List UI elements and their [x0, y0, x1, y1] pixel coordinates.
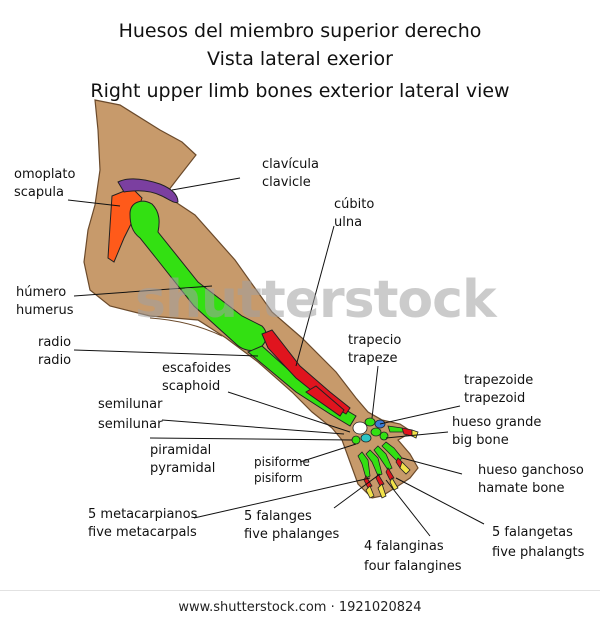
- label-triquetrum-es: piramidal: [150, 443, 212, 458]
- label-trapezoid-en: trapezoid: [464, 391, 526, 406]
- label-distal-phalanges-es: 5 falangetas: [492, 525, 573, 540]
- label-scapula-en: scapula: [14, 185, 64, 200]
- thumb-bones: [387, 425, 419, 439]
- footer-credit: www.shutterstock.com · 1921020824: [178, 600, 422, 615]
- label-humerus: húmero humerus: [16, 284, 74, 320]
- label-ulna-en: ulna: [334, 215, 363, 230]
- title-spanish-line1: Huesos del miembro superior derecho: [118, 20, 482, 42]
- title-spanish-line2: Vista lateral exerior: [207, 48, 393, 70]
- label-trapezium: trapecio trapeze: [348, 332, 401, 368]
- label-phalanges: 5 falanges five phalanges: [244, 508, 339, 544]
- leader-lines: [67, 177, 485, 537]
- label-capitate: hueso grande big bone: [452, 414, 541, 450]
- label-trapezoid: trapezoide trapezoid: [464, 372, 533, 408]
- label-pisiform: pisiforme pisiform: [254, 454, 310, 486]
- finger-bones: [357, 441, 411, 499]
- label-capitate-es: hueso grande: [452, 415, 542, 430]
- label-trapezoid-es: trapezoide: [464, 373, 534, 388]
- carpal-bones: [351, 417, 389, 445]
- label-phalanges-es: 5 falanges: [244, 509, 312, 524]
- label-pisiform-en: pisiform: [254, 471, 303, 485]
- label-lunate-en: semilunar: [98, 417, 163, 432]
- label-scaphoid-es: escafoides: [162, 361, 232, 376]
- label-lunate-es: semilunar: [98, 397, 163, 412]
- label-humerus-en: humerus: [16, 303, 74, 318]
- label-metacarpals-es: 5 metacarpianos: [88, 507, 198, 522]
- label-distal-phalanges: 5 falangetas five phalangts: [492, 524, 584, 562]
- label-clavicle-en: clavicle: [262, 175, 311, 190]
- label-radius-en: radio: [38, 353, 72, 368]
- label-ulna-es: cúbito: [334, 197, 375, 212]
- label-middle-phalanges-en: four falangines: [364, 559, 462, 574]
- label-pisiform-es: pisiforme: [254, 455, 310, 469]
- label-hamate-en: hamate bone: [478, 481, 565, 496]
- label-distal-phalanges-en: five phalangts: [492, 545, 585, 560]
- label-metacarpals-en: five metacarpals: [88, 525, 197, 540]
- watermark: shutterstock: [135, 270, 497, 330]
- label-ulna: cúbito ulna: [334, 196, 374, 232]
- label-middle-phalanges-es: 4 falanginas: [364, 539, 444, 554]
- label-radius-es: radio: [38, 335, 72, 350]
- ulna-bone: [261, 329, 351, 415]
- label-clavicle: clavícula clavicle: [262, 156, 319, 192]
- label-scaphoid-en: scaphoid: [162, 379, 221, 394]
- label-scapula: omoplato scapula: [14, 166, 75, 202]
- label-radius: radio radio: [38, 334, 71, 370]
- label-clavicle-es: clavícula: [262, 157, 319, 172]
- label-middle-phalanges: 4 falanginas four falangines: [364, 538, 461, 576]
- elbow-crease: [149, 317, 223, 337]
- footer-bar: [0, 590, 600, 621]
- label-capitate-en: big bone: [452, 433, 509, 448]
- clavicle-bone: [117, 178, 179, 203]
- label-triquetrum-en: pyramidal: [150, 461, 216, 476]
- label-trapezium-es: trapecio: [348, 333, 402, 348]
- label-scaphoid: escafoides scaphoid: [162, 360, 231, 396]
- label-trapezium-en: trapeze: [348, 351, 398, 366]
- label-triquetrum: piramidal pyramidal: [150, 442, 215, 478]
- label-phalanges-en: five phalanges: [244, 527, 340, 542]
- label-metacarpals: 5 metacarpianos five metacarpals: [88, 506, 197, 542]
- label-scapula-es: omoplato: [14, 167, 76, 182]
- title-english: Right upper limb bones exterior lateral …: [90, 80, 510, 102]
- label-hamate-es: hueso ganchoso: [478, 463, 584, 478]
- label-lunate: semilunar semilunar: [98, 396, 162, 434]
- label-hamate: hueso ganchoso hamate bone: [478, 462, 584, 498]
- ulna-distal: [305, 385, 345, 417]
- label-humerus-es: húmero: [16, 285, 67, 300]
